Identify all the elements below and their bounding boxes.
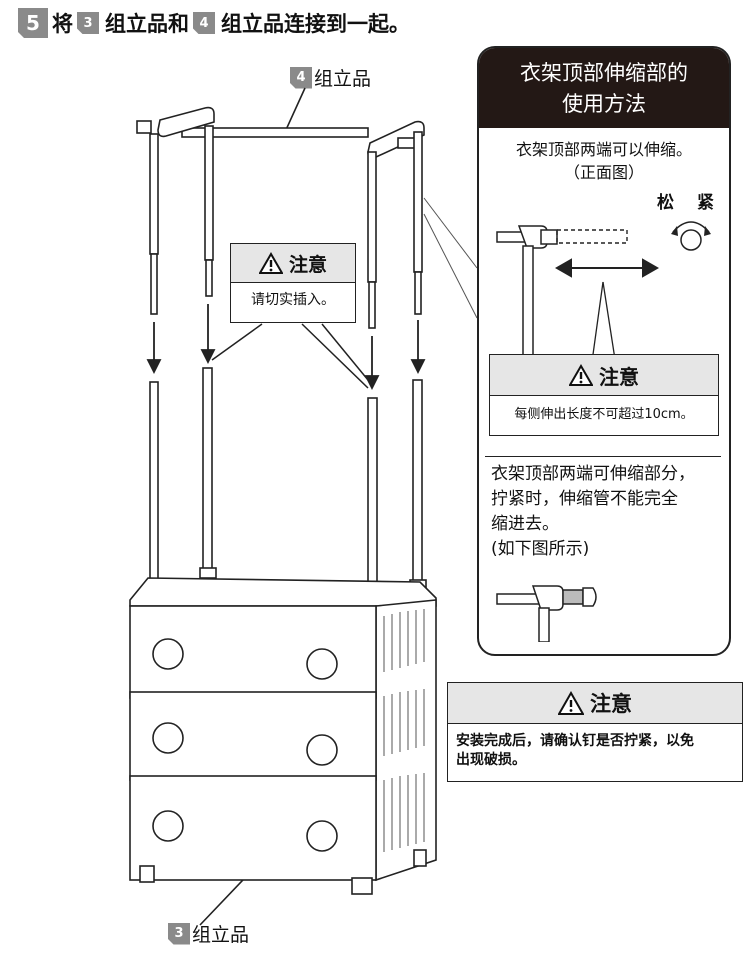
caution-insert-box: 注意 请切实插入。 (230, 243, 356, 323)
caution-install-line1: 安装完成后，请确认钉是否拧紧，以免 (456, 733, 694, 749)
panel-note-line2: 拧紧时，伸缩管不能完全 (491, 489, 678, 509)
panel-title-line2: 使用方法 (562, 92, 646, 116)
panel-divider (485, 456, 721, 457)
telescopic-usage-panel: 衣架顶部伸缩部的 使用方法 衣架顶部两端可以伸缩。 （正面图） 松 紧 (477, 46, 731, 656)
warning-icon (258, 252, 283, 274)
tighten-label: 紧 (697, 193, 714, 213)
panel-caution-body: 每侧伸出长度不可超过10cm。 (514, 407, 694, 422)
caution-install-body: 安装完成后，请确认钉是否拧紧，以免 出现破损。 (448, 724, 742, 776)
caution-insert-title: 注意 (288, 253, 327, 276)
bottom-part-text: 组立品 (192, 924, 250, 946)
step-word-1: 将 (52, 12, 73, 36)
step-word-2: 组立品和 (105, 12, 189, 36)
bottom-part-badge: 3 (168, 922, 190, 945)
caution-install-title: 注意 (590, 692, 632, 716)
panel-description: 衣架顶部两端可以伸缩。 （正面图） (479, 138, 729, 184)
caution-install-box: 注意 安装完成后，请确认钉是否拧紧，以免 出现破损。 (447, 682, 743, 782)
panel-desc-line2: （正面图） (563, 163, 644, 182)
step-number-badge: 5 (18, 8, 48, 38)
top-part-badge: 4 (290, 66, 312, 89)
panel-note-line1: 衣架顶部两端可伸缩部分， (491, 464, 695, 484)
top-part-text: 组立品 (314, 68, 372, 90)
caution-insert-header: 注意 (231, 244, 355, 283)
panel-title-line1: 衣架顶部伸缩部的 (520, 61, 688, 85)
retracted-diagram (496, 585, 597, 642)
bottom-part-label: 3 组立品 (168, 920, 249, 947)
panel-desc-line1: 衣架顶部两端可以伸缩。 (515, 140, 692, 159)
top-part-label: 4 组立品 (290, 64, 371, 91)
step-title: 5 将 3 组立品和 4 组立品连接到一起。 (18, 6, 410, 40)
panel-title: 衣架顶部伸缩部的 使用方法 (479, 48, 729, 128)
warning-icon (558, 691, 584, 715)
part-badge-a: 3 (77, 12, 99, 34)
panel-caution-title: 注意 (599, 364, 639, 389)
part-badge-b: 4 (193, 12, 215, 34)
caution-install-line2: 出现破损。 (456, 751, 526, 768)
step-word-3: 组立品连接到一起。 (221, 12, 410, 36)
panel-caution-header: 注意 (490, 355, 718, 396)
panel-note: 衣架顶部两端可伸缩部分， 拧紧时，伸缩管不能完全 缩进去。 (如下图所示) (479, 462, 729, 562)
panel-note-line3: 缩进去。 (491, 514, 559, 534)
panel-note-line4: (如下图所示) (491, 539, 590, 559)
caution-insert-body: 请切实插入。 (251, 292, 335, 308)
warning-icon (569, 364, 593, 386)
loosen-label: 松 (657, 193, 674, 213)
telescopic-diagram (496, 221, 711, 358)
caution-install-header: 注意 (448, 683, 742, 724)
panel-caution-box: 注意 每侧伸出长度不可超过10cm。 (489, 354, 719, 436)
